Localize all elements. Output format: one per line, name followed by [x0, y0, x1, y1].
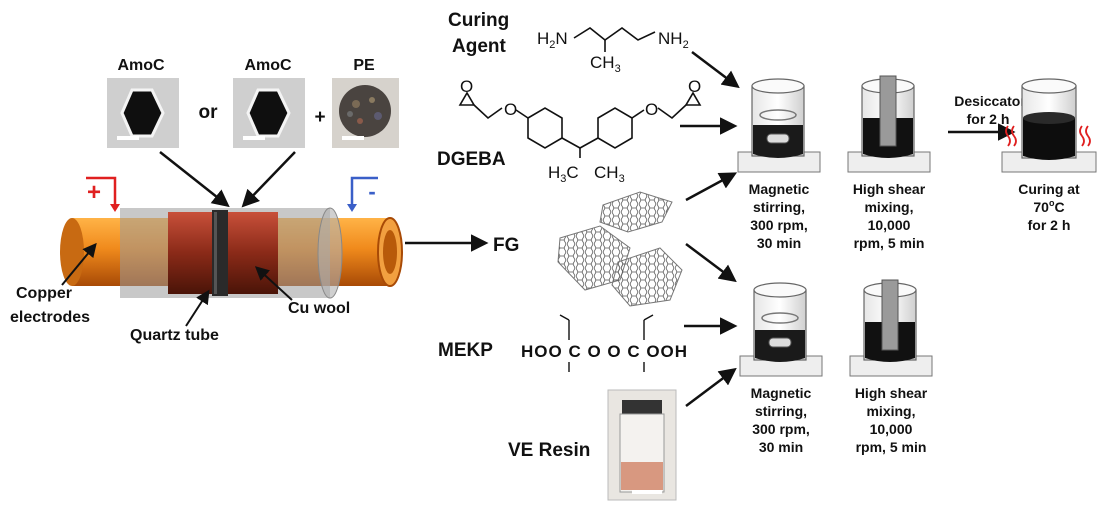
svg-text:PE: PE: [353, 57, 375, 74]
svg-text:30 min: 30 min: [759, 439, 803, 455]
svg-text:O: O: [645, 100, 658, 119]
svg-text:O: O: [460, 77, 473, 96]
svg-text:30 min: 30 min: [757, 235, 801, 251]
desiccator-label: Desiccator: [954, 93, 1026, 109]
copper-electrodes-label: Copper: [16, 285, 72, 302]
magnetic-stirrer-top: [737, 78, 821, 173]
copper-electrodes-label-2: electrodes: [10, 309, 90, 326]
cu-wool-label: Cu wool: [288, 300, 350, 317]
dgeba-label: DGEBA: [437, 149, 506, 170]
svg-text:H3C: H3C: [548, 163, 579, 185]
ve-resin-vial: [607, 389, 677, 501]
svg-text:300 rpm,: 300 rpm,: [752, 421, 810, 437]
dgeba-structure: O O O O H3C CH3: [458, 77, 702, 185]
heat-icon: [1005, 125, 1091, 147]
negative-terminal: -: [347, 176, 378, 212]
mekp-structure: HOO C O O C OOH: [521, 314, 688, 372]
sample-pe: PE: [332, 57, 399, 148]
magnetic-stirrer-bottom: [739, 282, 823, 377]
svg-text:Magnetic: Magnetic: [751, 385, 812, 401]
svg-text:Magnetic: Magnetic: [749, 181, 810, 197]
svg-text:10,000: 10,000: [870, 421, 913, 437]
svg-text:300 rpm,: 300 rpm,: [750, 217, 808, 233]
high-shear-mixer-bottom: [849, 279, 933, 377]
svg-text:mixing,: mixing,: [864, 199, 913, 215]
svg-text:AmoC: AmoC: [244, 57, 292, 74]
quartz-tube-reactor: [60, 207, 403, 299]
curing-agent-label: Curing: [448, 10, 509, 31]
svg-text:O: O: [504, 100, 517, 119]
high-shear-caption-top: High shear mixing, 10,000 rpm, 5 min: [853, 181, 926, 251]
arrow-fg-down: [685, 243, 737, 283]
magnetic-stirring-caption-bottom: Magnetic stirring, 300 rpm, 30 min: [751, 385, 812, 455]
sample-amoc-2: AmoC: [233, 57, 305, 148]
mekp-label: MEKP: [438, 340, 493, 361]
fg-label: FG: [493, 235, 519, 256]
high-shear-caption-bottom: High shear mixing, 10,000 rpm, 5 min: [855, 385, 928, 455]
svg-text:AmoC: AmoC: [117, 57, 165, 74]
curing-agent-structure: H2N CH3 NH2: [537, 27, 689, 75]
or-label: or: [199, 102, 219, 123]
svg-text:stirring,: stirring,: [753, 199, 805, 215]
svg-text:70oC: 70oC: [1033, 198, 1064, 215]
arrow-ve-resin: [685, 367, 737, 407]
svg-text:High shear: High shear: [853, 181, 926, 197]
desiccator-label-2: for 2 h: [967, 111, 1010, 127]
svg-text:+: +: [87, 179, 101, 206]
svg-text:CH3: CH3: [594, 163, 625, 185]
svg-text:H2N: H2N: [537, 29, 568, 51]
svg-text:High shear: High shear: [855, 385, 928, 401]
svg-text:rpm, 5 min: rpm, 5 min: [856, 439, 927, 455]
arrow-amoc-to-tube: [159, 151, 230, 208]
svg-text:mixing,: mixing,: [866, 403, 915, 419]
quartz-tube-label: Quartz tube: [130, 327, 219, 344]
arrow-fg-up: [685, 172, 738, 202]
magnetic-stirring-caption-top: Magnetic stirring, 300 rpm, 30 min: [749, 181, 810, 251]
svg-text:for 2 h: for 2 h: [1028, 217, 1071, 233]
curing-vessel: [1001, 78, 1097, 173]
svg-text:HOO C O O C OOH: HOO C O O C OOH: [521, 342, 688, 361]
arrow-curing-agent: [691, 51, 740, 89]
svg-text:NH2: NH2: [658, 29, 689, 51]
svg-text:O: O: [688, 77, 701, 96]
arrow-mix-to-tube: [241, 151, 296, 208]
svg-text:-: -: [368, 179, 375, 204]
svg-text:10,000: 10,000: [868, 217, 911, 233]
curing-caption: Curing at 70oC for 2 h: [1018, 181, 1080, 233]
curing-agent-label-2: Agent: [452, 36, 507, 57]
svg-text:stirring,: stirring,: [755, 403, 807, 419]
graphene-flakes-icon: [557, 191, 683, 307]
svg-text:CH3: CH3: [590, 53, 621, 75]
plus-label: +: [314, 107, 325, 128]
positive-terminal: +: [86, 176, 120, 212]
high-shear-mixer-top: [847, 75, 931, 173]
sample-amoc-1: AmoC: [107, 57, 179, 148]
svg-text:Curing at: Curing at: [1018, 181, 1080, 197]
svg-text:rpm, 5 min: rpm, 5 min: [854, 235, 925, 251]
ve-resin-label: VE Resin: [508, 440, 590, 461]
